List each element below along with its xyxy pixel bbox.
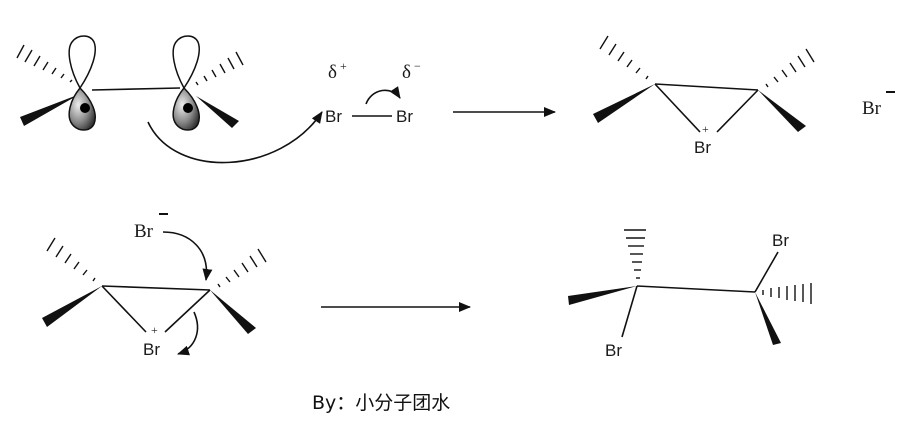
curved-arrow-ring-opening (177, 311, 199, 356)
br-label: Br (134, 221, 154, 242)
bromonium-ion-attacked: + Br (42, 237, 267, 359)
hashed-bond (765, 48, 815, 88)
br-label: Br (862, 98, 882, 119)
br-label: Br (325, 107, 342, 126)
p-orbital-upper-lobe (172, 35, 200, 90)
c-c-bond (101, 285, 211, 291)
bromine-molecule: δ + δ − Br Br (325, 59, 421, 126)
delta-label: δ (402, 62, 411, 83)
electron-dot (183, 103, 193, 113)
wedge-bond (755, 292, 781, 345)
electron-dot (80, 103, 90, 113)
curved-arrow-pi-to-br (147, 111, 323, 164)
c-br-bond (101, 285, 147, 333)
wedge-bond (42, 286, 102, 327)
br-label: Br (605, 341, 622, 360)
curved-arrow-nucleophilic-attack (162, 231, 213, 281)
wedge-bond (196, 96, 239, 128)
curved-arrow-bond-to-br (365, 86, 401, 105)
hashed-bond (195, 51, 244, 86)
sigma-bond (91, 87, 181, 91)
br-label: Br (143, 340, 160, 359)
hashed-bond (217, 248, 267, 288)
hashed-bond (46, 237, 96, 282)
hashed-bond (762, 283, 812, 304)
c-br-bond (164, 289, 211, 333)
positive-charge: + (151, 323, 158, 337)
c-c-bond (654, 83, 759, 91)
delta-label: δ (328, 62, 337, 83)
delta-minus-label: − (414, 59, 421, 73)
delta-plus-label: + (340, 59, 347, 73)
hashed-bond (16, 44, 73, 83)
bromonium-ion: + Br (593, 35, 815, 157)
hashed-bond (624, 229, 646, 279)
alkene-p-orbitals (16, 35, 244, 131)
wedge-bond (593, 84, 655, 123)
bromide-nucleophile: Br (134, 213, 213, 281)
c-br-bond (654, 83, 701, 133)
p-orbital-upper-lobe (68, 35, 96, 90)
c-br-bond (754, 251, 779, 293)
wedge-bond (20, 94, 80, 126)
br-label: Br (396, 107, 413, 126)
author-credit: By：小分子团水 (312, 392, 450, 414)
br-label: Br (772, 231, 789, 250)
dibromide-product: Br Br (568, 229, 812, 360)
c-br-bond (621, 285, 638, 338)
c-br-bond (716, 89, 759, 133)
positive-charge: + (702, 122, 709, 136)
wedge-bond (568, 286, 637, 305)
c-c-bond (636, 285, 756, 293)
br-label: Br (694, 138, 711, 157)
bromide-ion: Br (862, 91, 895, 119)
wedge-bond (210, 290, 256, 334)
wedge-bond (758, 90, 806, 132)
hashed-bond (599, 35, 649, 80)
